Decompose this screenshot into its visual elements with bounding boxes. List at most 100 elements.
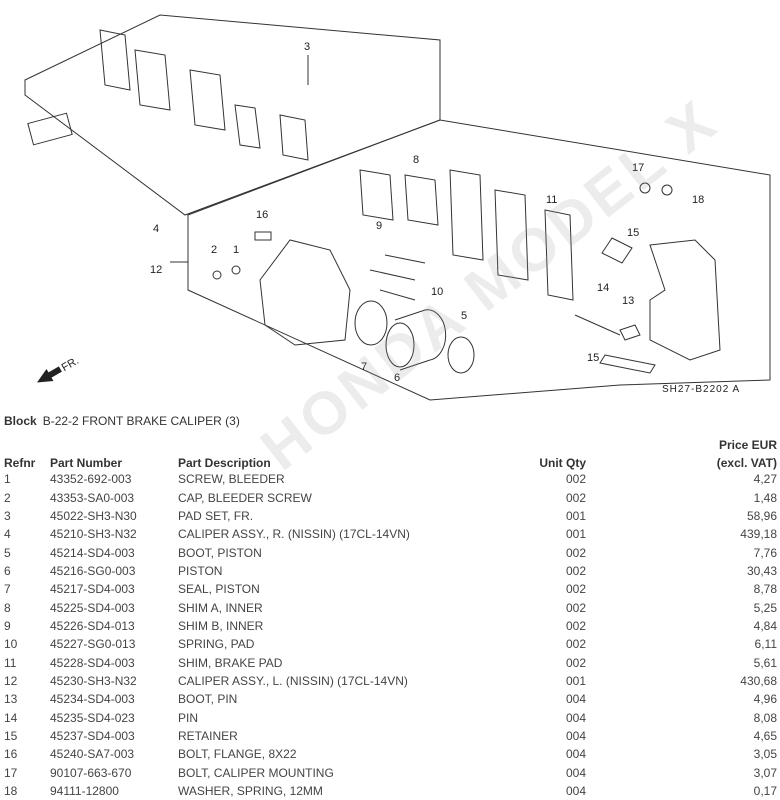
price-cell: 5,61 <box>753 655 777 670</box>
description-cell: CAP, BLEEDER SCREW <box>178 490 312 505</box>
table-row: 4 45210-SH3-N32 CALIPER ASSY., R. (NISSIN)… <box>0 525 780 543</box>
refnr-cell: 10 <box>4 637 18 652</box>
refnr-cell: 18 <box>4 784 18 799</box>
callout-18: 18 <box>692 194 704 206</box>
price-cell: 8,08 <box>753 710 777 725</box>
callout-7: 7 <box>361 361 367 373</box>
parts-table: Price EUR Refnr Part Number Part Descrip… <box>0 434 780 800</box>
price-cell: 3,05 <box>753 747 777 762</box>
description-cell: SHIM A, INNER <box>178 600 263 615</box>
unit-qty-cell: 002 <box>565 472 586 487</box>
callout-16: 16 <box>256 209 268 221</box>
unit-qty-cell: 002 <box>565 490 586 505</box>
callout-numbers: 3 8 9 11 17 18 16 4 12 2 1 15 14 13 15 1… <box>150 41 704 384</box>
table-row: 7 45217-SD4-003 SEAL, PISTON 002 8,78 <box>0 580 780 598</box>
table-row: 1 43352-692-003 SCREW, BLEEDER 002 4,27 <box>0 470 780 488</box>
price-cell: 8,78 <box>753 582 777 597</box>
callout-17: 17 <box>632 162 644 174</box>
refnr-cell: 7 <box>4 582 11 597</box>
part-number-cell: 45226-SD4-013 <box>50 618 135 633</box>
part-number-cell: 45230-SH3-N32 <box>50 673 137 688</box>
price-cell: 58,96 <box>746 508 777 523</box>
unit-qty-cell: 002 <box>565 600 586 615</box>
part-number-cell: 45216-SG0-003 <box>50 563 136 578</box>
table-row: 13 45234-SD4-003 BOOT, PIN 004 4,96 <box>0 690 780 708</box>
refnr-cell: 9 <box>4 618 11 633</box>
description-cell: SPRING, PAD <box>178 637 255 652</box>
refnr-cell: 1 <box>4 472 11 487</box>
callout-1: 1 <box>233 244 239 256</box>
unit-qty-cell: 004 <box>565 710 586 725</box>
part-number-cell: 45234-SD4-003 <box>50 692 135 707</box>
part-number-cell: 45217-SD4-003 <box>50 582 135 597</box>
unit-qty-cell: 004 <box>565 692 586 707</box>
price-cell: 0,17 <box>753 784 777 799</box>
description-cell: PIN <box>178 710 199 725</box>
price-cell: 30,43 <box>746 563 777 578</box>
unit-qty-cell: 002 <box>565 563 586 578</box>
price-cell: 5,25 <box>753 600 777 615</box>
header-price-line1: Price EUR <box>718 438 777 452</box>
description-cell: SCREW, BLEEDER <box>178 472 285 487</box>
callout-13: 13 <box>622 295 634 307</box>
part-number-cell: 45228-SD4-003 <box>50 655 135 670</box>
description-cell: SHIM, BRAKE PAD <box>178 655 283 670</box>
callout-15b: 15 <box>587 352 599 364</box>
table-row: 10 45227-SG0-013 SPRING, PAD 002 6,11 <box>0 635 780 653</box>
part-number-cell: 45022-SH3-N30 <box>50 508 137 523</box>
price-cell: 3,07 <box>753 765 777 780</box>
callout-9: 9 <box>376 220 382 232</box>
callout-5: 5 <box>461 310 467 322</box>
part-number-cell: 45235-SD4-023 <box>50 710 135 725</box>
refnr-cell: 5 <box>4 545 11 560</box>
price-cell: 6,11 <box>754 637 777 652</box>
price-cell: 4,96 <box>753 692 777 707</box>
callout-3: 3 <box>304 41 310 53</box>
refnr-cell: 13 <box>4 692 18 707</box>
svg-text:FR.: FR. <box>60 355 81 374</box>
header-part-number: Part Number <box>50 456 123 470</box>
table-row: 14 45235-SD4-023 PIN 004 8,08 <box>0 708 780 726</box>
description-cell: BOOT, PIN <box>178 692 238 707</box>
block-name: B-22-2 FRONT BRAKE CALIPER (3) <box>42 414 240 428</box>
diagram-code: SH27-B2202 A <box>662 384 740 395</box>
refnr-cell: 12 <box>4 673 18 688</box>
part-number-cell: 45227-SG0-013 <box>50 637 136 652</box>
callout-4: 4 <box>153 223 159 235</box>
unit-qty-cell: 004 <box>565 747 586 762</box>
description-cell: BOLT, CALIPER MOUNTING <box>178 765 334 780</box>
part-number-cell: 43352-692-003 <box>50 472 132 487</box>
refnr-cell: 14 <box>4 710 18 725</box>
part-number-cell: 90107-663-670 <box>50 765 132 780</box>
table-row: 12 45230-SH3-N32 CALIPER ASSY., L. (NISSIN… <box>0 672 780 690</box>
part-number-cell: 45214-SD4-003 <box>50 545 135 560</box>
description-cell: SEAL, PISTON <box>178 582 260 597</box>
description-cell: CALIPER ASSY., R. (NISSIN) (17CL-14VN) <box>178 527 410 542</box>
refnr-cell: 4 <box>4 527 11 542</box>
unit-qty-cell: 001 <box>565 527 586 542</box>
part-number-cell: 45210-SH3-N32 <box>50 527 137 542</box>
callout-12: 12 <box>150 264 162 276</box>
callout-15a: 15 <box>627 227 639 239</box>
price-cell: 4,27 <box>753 472 777 487</box>
price-cell: 439,18 <box>740 527 777 542</box>
price-cell: 430,68 <box>740 673 777 688</box>
pad-set-outline <box>24 14 441 216</box>
part-number-cell: 43353-SA0-003 <box>50 490 135 505</box>
unit-qty-cell: 002 <box>565 582 586 597</box>
description-cell: WASHER, SPRING, 12MM <box>178 784 323 799</box>
description-cell: CALIPER ASSY., L. (NISSIN) (17CL-14VN) <box>178 673 408 688</box>
unit-qty-cell: 002 <box>565 637 586 652</box>
refnr-cell: 8 <box>4 600 11 615</box>
refnr-cell: 16 <box>4 747 18 762</box>
refnr-cell: 2 <box>4 490 11 505</box>
unit-qty-cell: 001 <box>565 673 586 688</box>
